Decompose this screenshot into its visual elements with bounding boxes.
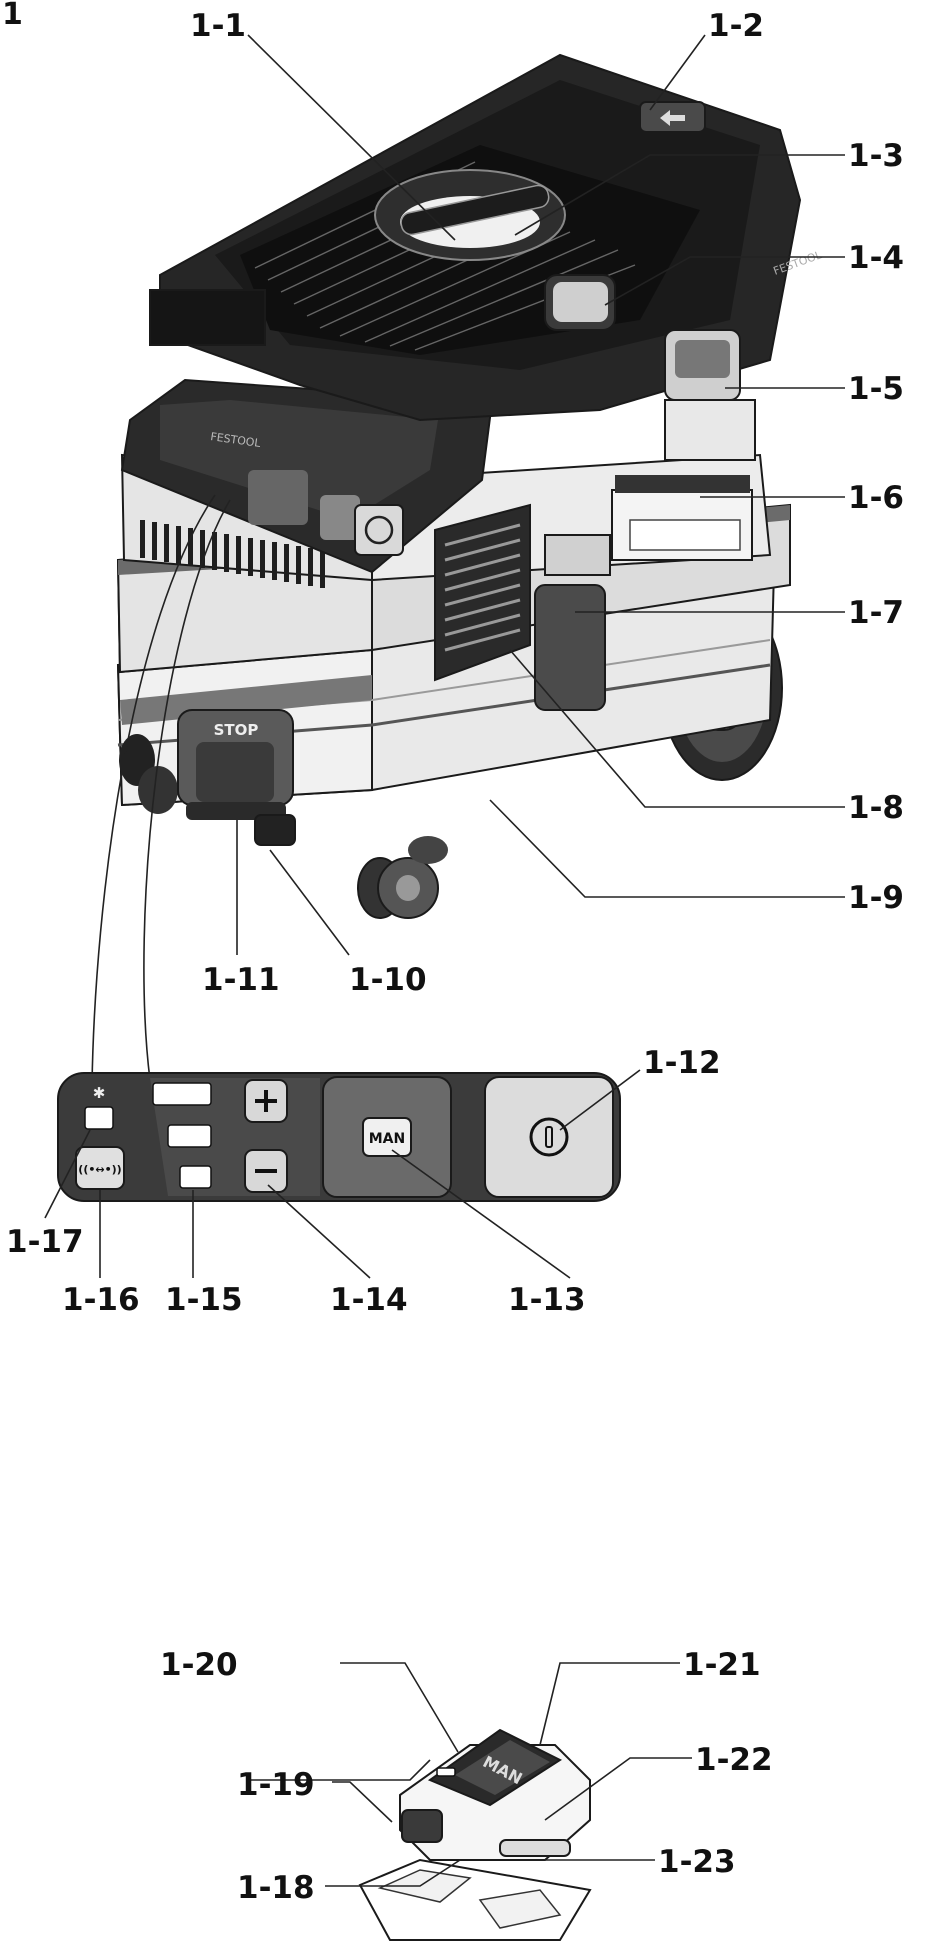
arrow-icon xyxy=(660,110,685,126)
callout-1-8: 1-8 xyxy=(848,790,904,826)
callout-1-16: 1-16 xyxy=(62,1282,140,1318)
stop-label: STOP xyxy=(214,721,259,739)
remote-belt-clip xyxy=(499,1839,571,1857)
plus-button xyxy=(244,1079,288,1123)
detail-leader-left xyxy=(91,494,216,1086)
callout-1-17: 1-17 xyxy=(6,1224,84,1260)
figure-number: 1 xyxy=(2,0,23,32)
castor-front-right xyxy=(357,857,439,919)
wireless-button: ((•↔•)) xyxy=(75,1146,125,1190)
callout-1-22: 1-22 xyxy=(695,1742,773,1778)
callout-1-2: 1-2 xyxy=(708,8,764,44)
stop-latch: STOP xyxy=(177,709,296,846)
power-icon xyxy=(364,515,394,545)
callout-1-23: 1-23 xyxy=(658,1844,736,1880)
castor-front-left xyxy=(119,734,178,814)
bluetooth-led xyxy=(84,1106,114,1130)
tool-socket xyxy=(664,399,756,461)
plus-icon xyxy=(255,1090,277,1112)
remote-holder xyxy=(358,1858,592,1941)
release-button xyxy=(639,101,706,133)
man-button: MAN xyxy=(322,1076,452,1198)
bluetooth-icon: ✱ xyxy=(93,1084,106,1102)
callout-1-11: 1-11 xyxy=(202,962,280,998)
callout-1-10: 1-10 xyxy=(349,962,427,998)
remote-wireless-button xyxy=(401,1809,443,1843)
detail-leader-right xyxy=(143,499,231,1081)
callout-1-1: 1-1 xyxy=(190,8,246,44)
callout-1-20: 1-20 xyxy=(160,1647,238,1683)
right-latch xyxy=(664,329,741,401)
dust-extractor: STOP xyxy=(116,53,824,919)
wireless-icon: ((•↔•)) xyxy=(78,1163,121,1176)
on-off-button xyxy=(484,1076,614,1198)
power-icon xyxy=(529,1117,569,1157)
suction-led-1 xyxy=(152,1082,212,1106)
callout-1-15: 1-15 xyxy=(165,1282,243,1318)
callout-1-21: 1-21 xyxy=(683,1647,761,1683)
side-exhaust-grille xyxy=(434,503,531,682)
hose-sleeve xyxy=(534,584,606,711)
callout-1-12: 1-12 xyxy=(643,1045,721,1081)
callout-labels: 1-1 1-2 1-3 1-4 1-5 1-6 1-7 1-8 1-9 1-10… xyxy=(6,8,904,1906)
control-panel-detail: ✱ ((•↔•)) MAN xyxy=(57,1072,621,1202)
callout-1-13: 1-13 xyxy=(508,1282,586,1318)
front-vents xyxy=(140,520,325,588)
callout-1-3: 1-3 xyxy=(848,138,904,174)
callout-1-4: 1-4 xyxy=(848,240,904,276)
man-label: MAN xyxy=(369,1131,405,1147)
callout-1-9: 1-9 xyxy=(848,880,904,916)
side-latch xyxy=(544,274,616,331)
suction-led-2 xyxy=(167,1124,212,1148)
bluetooth-indicator: ✱ xyxy=(84,1084,114,1130)
leader-lines xyxy=(44,34,845,1887)
top-box: FESTOOL xyxy=(149,53,824,422)
callout-1-14: 1-14 xyxy=(330,1282,408,1318)
castor-rear xyxy=(408,836,448,864)
callout-1-19: 1-19 xyxy=(237,1767,315,1803)
control-head: FESTOOL xyxy=(120,378,494,574)
callout-1-7: 1-7 xyxy=(848,595,904,631)
callout-1-5: 1-5 xyxy=(848,371,904,407)
suction-led-3 xyxy=(179,1165,212,1189)
remote-control: MAN xyxy=(399,1728,591,1861)
callout-1-18: 1-18 xyxy=(237,1870,315,1906)
callout-1-6: 1-6 xyxy=(848,480,904,516)
remote-led xyxy=(436,1767,456,1777)
carry-handle xyxy=(374,169,566,261)
minus-button xyxy=(244,1149,288,1193)
